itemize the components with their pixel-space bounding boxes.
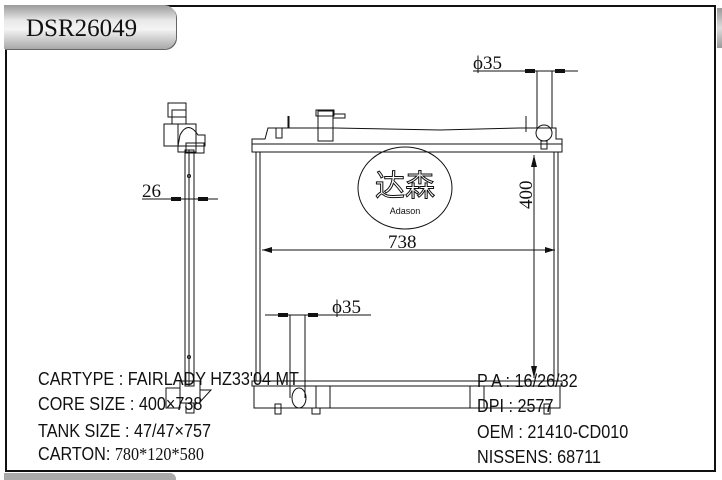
spec-core-size: CORE SIZE : 400×738	[38, 394, 202, 415]
spec-value: FAIRLADY HZ33'04 MT	[127, 369, 299, 389]
dimension-lines	[142, 69, 578, 398]
title-tab: DSR26049	[4, 5, 176, 49]
part-number-title: DSR26049	[26, 15, 138, 42]
dim-bottom-pipe-label: ϕ35	[332, 297, 361, 318]
dim-height-label: 400	[516, 181, 537, 210]
spec-label: CORE SIZE :	[38, 394, 139, 414]
spec-value: 47/47×757	[134, 421, 212, 441]
spec-tank-size: TANK SIZE : 47/47×757	[38, 421, 211, 442]
spec-label: DPI :	[477, 396, 518, 416]
logo-subtext: Adason	[390, 206, 421, 216]
dim-thickness-label: 26	[142, 181, 161, 202]
frame-bottom-decoration	[4, 473, 176, 480]
side-view	[163, 102, 213, 414]
spec-cartype: CARTYPE : FAIRLADY HZ33'04 MT	[38, 369, 299, 390]
dim-top-pipe-label: ϕ35	[473, 53, 502, 74]
frame-edge-decoration	[717, 8, 722, 48]
spec-label: TANK SIZE :	[38, 421, 135, 441]
spec-nissens: NISSENS: 68711	[477, 447, 601, 468]
spec-dpi: DPI : 2577	[477, 396, 554, 417]
adason-logo: 达森 Adason	[357, 146, 453, 230]
spec-value: 16/26/32	[514, 371, 578, 391]
spec-carton: CARTON: 780*120*580	[38, 444, 204, 465]
front-view	[251, 109, 563, 415]
spec-label: P A :	[477, 371, 515, 391]
spec-oem: OEM : 21410-CD010	[477, 422, 628, 443]
spec-label: OEM :	[477, 422, 528, 442]
spec-value: 21410-CD010	[527, 422, 629, 442]
spec-label: CARTON:	[38, 444, 115, 464]
spec-value: 780*120*580	[114, 444, 204, 464]
dim-width-label: 738	[388, 232, 417, 253]
spec-value: 2577	[517, 396, 554, 416]
spec-label: NISSENS:	[477, 447, 558, 467]
logo-chinese-text: 达森	[375, 169, 435, 204]
spec-label: CARTYPE :	[38, 369, 128, 389]
drawing-frame	[5, 5, 716, 472]
spec-value: 68711	[557, 447, 601, 467]
spec-value: 400×738	[138, 394, 203, 414]
spec-pa: P A : 16/26/32	[477, 371, 578, 392]
